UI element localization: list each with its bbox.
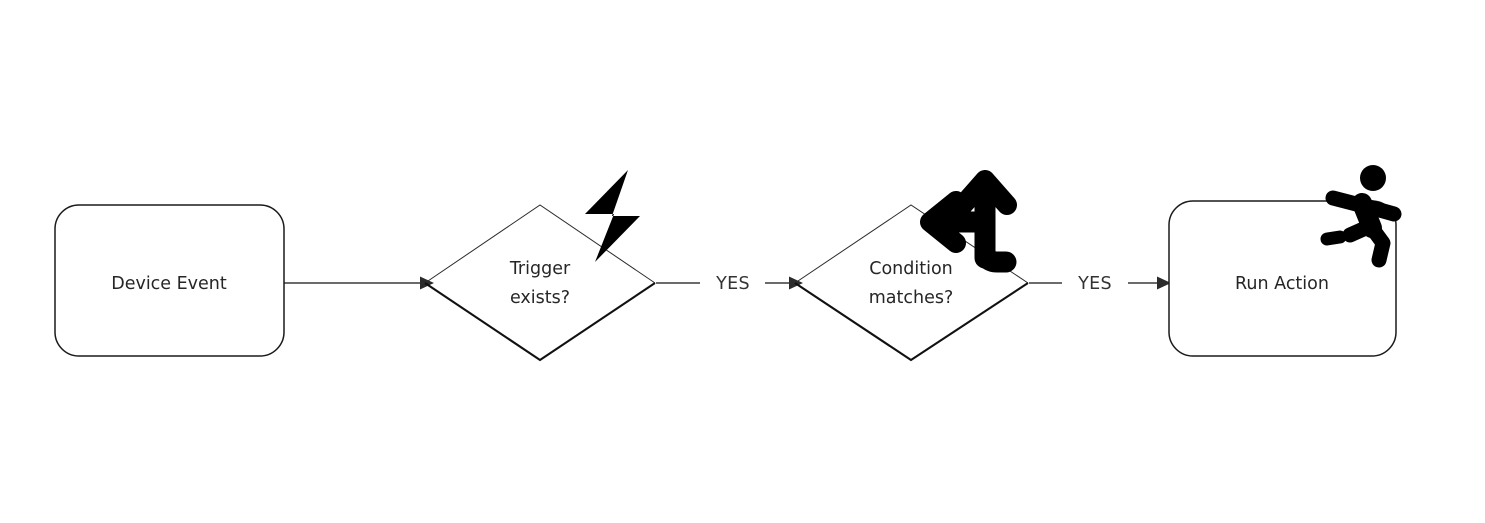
condition-matches-label-line1: Condition (869, 259, 953, 279)
running-person-icon (1320, 165, 1402, 268)
edge-1-arrowhead (420, 276, 434, 290)
branch-arrow-up-head (953, 170, 1017, 215)
running-person-arm-front (1361, 199, 1402, 222)
edge-trigger-to-condition: YES (656, 274, 803, 294)
running-person-foot-back (1320, 230, 1347, 246)
device-event-shape[interactable] (54, 204, 285, 357)
edge-device-event-to-trigger (284, 276, 434, 290)
trigger-diamond-top-edges (424, 204, 656, 284)
running-person-leg-back (1342, 219, 1376, 243)
device-event-label: Device Event (111, 274, 227, 294)
lightning-bolt-shape (585, 170, 640, 262)
node-condition-matches[interactable]: Condition matches? (794, 204, 1029, 362)
edge-3-arrowhead (1157, 276, 1171, 290)
running-person-head (1360, 165, 1386, 191)
node-device-event[interactable]: Device Event (54, 204, 285, 357)
trigger-diamond-bottom-edges[interactable] (424, 282, 656, 362)
trigger-exists-label-line2: exists? (510, 288, 570, 308)
lightning-bolt-icon (585, 170, 640, 262)
run-action-label: Run Action (1235, 274, 1329, 294)
trigger-exists-label-line1: Trigger (509, 259, 571, 279)
edge-3-label: YES (1077, 274, 1112, 294)
running-person-leg-front (1364, 220, 1391, 268)
condition-diamond-bottom-edges[interactable] (794, 282, 1029, 362)
running-person-arm-back (1325, 190, 1368, 213)
branch-arrow-stem-foot (974, 239, 1017, 273)
edge-2-label: YES (715, 274, 750, 294)
condition-matches-label-line2: matches? (869, 288, 954, 308)
node-trigger-exists[interactable]: Trigger exists? (424, 204, 656, 362)
edge-condition-to-run-action: YES (1029, 274, 1171, 294)
branch-arrow-icon (920, 170, 1017, 273)
branch-arrow-left-head (920, 191, 966, 253)
